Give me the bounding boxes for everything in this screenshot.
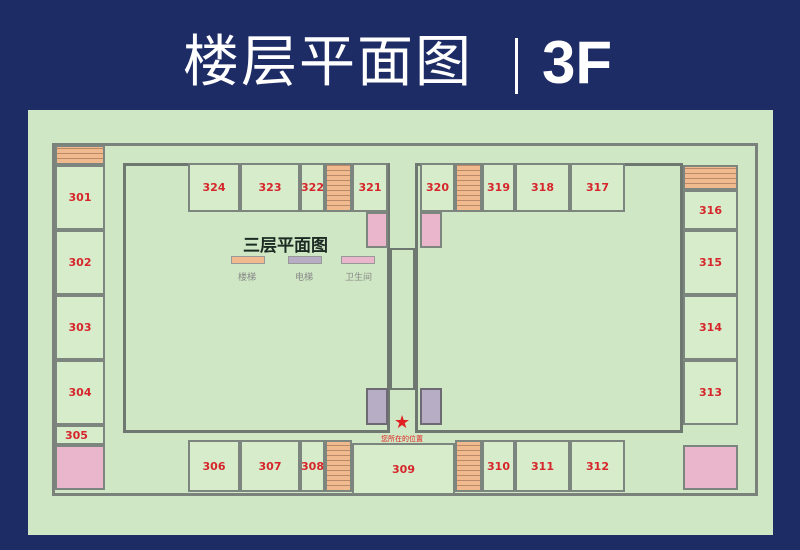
room-309[interactable]: 309	[352, 443, 455, 495]
you-are-here-label: 您所在的位置	[381, 435, 423, 443]
stair-south-left	[325, 440, 352, 492]
room-320[interactable]: 320	[420, 163, 455, 212]
room-318[interactable]: 318	[515, 163, 570, 212]
floor-label: 3F	[542, 29, 613, 96]
room-305[interactable]: 305	[55, 425, 105, 445]
restroom-southwest	[55, 445, 105, 490]
room-304[interactable]: 304	[55, 360, 105, 425]
stair-northeast	[683, 165, 738, 190]
room-312[interactable]: 312	[570, 440, 625, 492]
title-divider	[515, 38, 518, 94]
elevator-left	[366, 388, 388, 425]
stair-north-left	[325, 163, 352, 212]
room-301[interactable]: 301	[55, 165, 105, 230]
legend-label-stairs: 楼梯	[238, 273, 257, 283]
room-315[interactable]: 315	[683, 230, 738, 295]
stair-north-right	[455, 163, 482, 212]
restroom-center-right	[420, 212, 442, 248]
you-are-here-star-icon: ★	[394, 412, 411, 433]
room-317[interactable]: 317	[570, 163, 625, 212]
plan-title: 三层平面图	[243, 236, 328, 256]
room-319[interactable]: 319	[482, 163, 515, 212]
room-321[interactable]: 321	[352, 163, 388, 212]
legend-label-restroom: 卫生间	[345, 273, 373, 283]
room-310[interactable]: 310	[482, 440, 515, 492]
room-306[interactable]: 306	[188, 440, 240, 492]
page-title: 楼层平面图	[183, 30, 473, 95]
room-314[interactable]: 314	[683, 295, 738, 360]
room-316[interactable]: 316	[683, 190, 738, 230]
room-311[interactable]: 311	[515, 440, 570, 492]
stair-northwest	[55, 145, 105, 165]
room-307[interactable]: 307	[240, 440, 300, 492]
legend-swatch-restroom	[341, 256, 375, 264]
restroom-center-left	[366, 212, 388, 248]
legend-label-elevator: 电梯	[295, 273, 314, 283]
room-303[interactable]: 303	[55, 295, 105, 360]
legend-swatch-stairs	[231, 256, 265, 264]
room-323[interactable]: 323	[240, 163, 300, 212]
stair-south-right	[455, 440, 482, 492]
room-313[interactable]: 313	[683, 360, 738, 425]
room-308[interactable]: 308	[300, 440, 325, 492]
room-302[interactable]: 302	[55, 230, 105, 295]
elevator-right	[420, 388, 442, 425]
central-corridor	[390, 248, 415, 390]
room-324[interactable]: 324	[188, 163, 240, 212]
legend-swatch-elevator	[288, 256, 322, 264]
room-322[interactable]: 322	[300, 163, 325, 212]
restroom-southeast	[683, 445, 738, 490]
